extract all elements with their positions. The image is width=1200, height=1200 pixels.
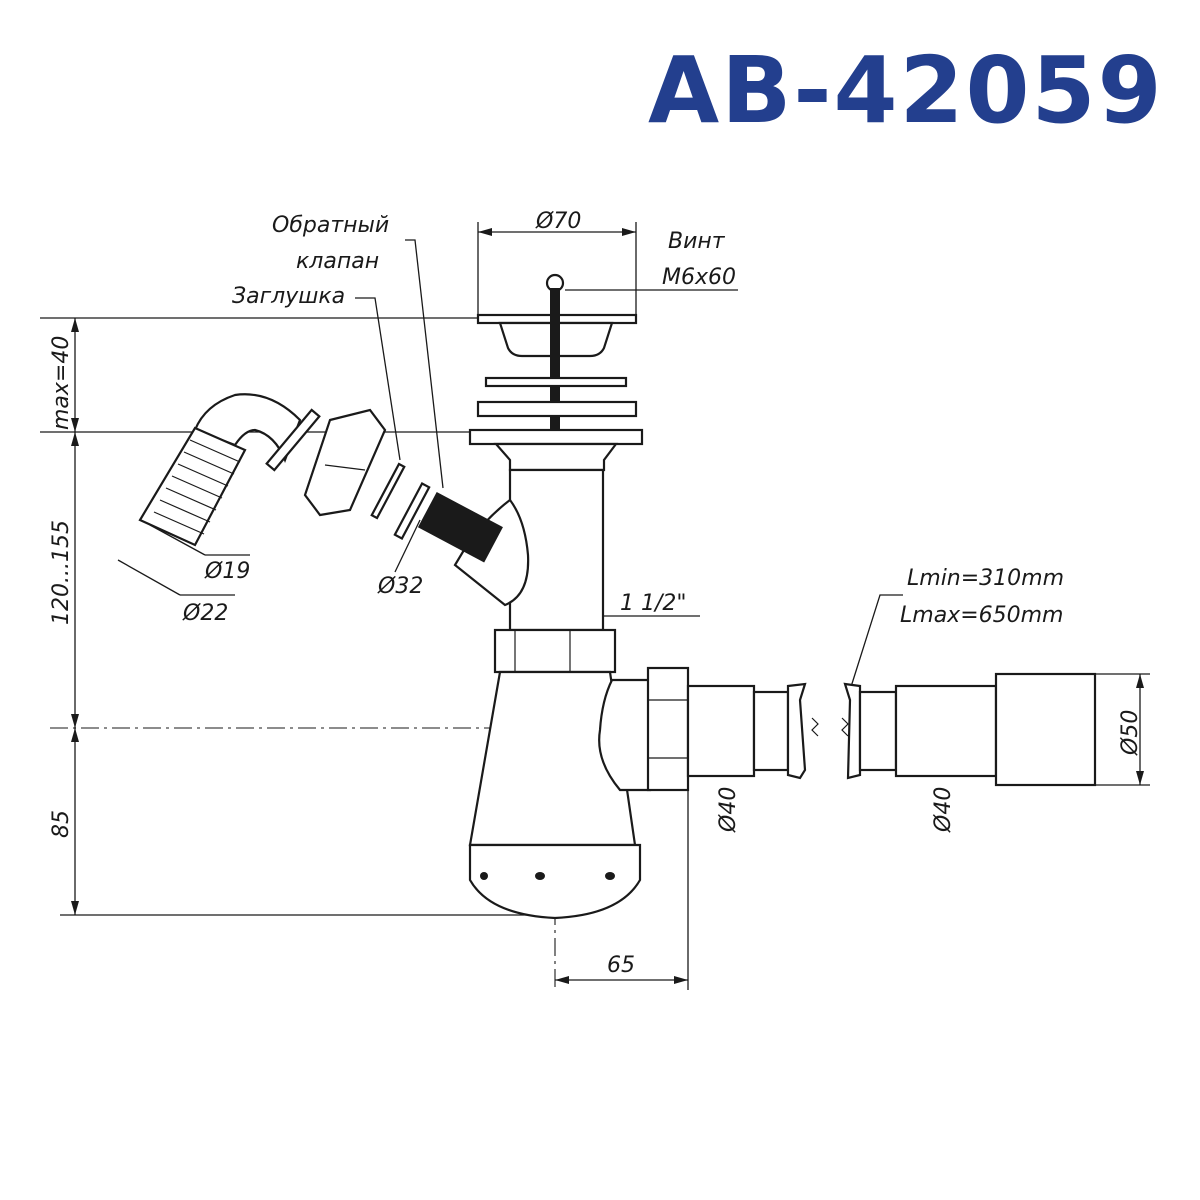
labels: Обратный клапан Заглушка Винт M6x60 Lmin… [49,209,1143,978]
outlet-pipe-2-label: Ø40 [931,787,956,833]
outlet-end-label: Ø50 [1118,710,1143,756]
plug-label: Заглушка [232,284,345,309]
outlet-pipes [686,672,1097,787]
branch-diameter-label: Ø32 [377,574,423,599]
siphon-body-upper [370,462,605,632]
top-diameter-label: Ø70 [535,209,581,234]
hose-and-nut [138,393,387,547]
check-valve-label-1: Обратный [272,213,389,238]
check-valve-label-2: клапан [296,249,379,274]
outlet-offset-label: 65 [607,953,635,978]
bottom-height-label: 85 [49,810,74,838]
screw-label-2: M6x60 [662,265,736,290]
length-max-label: Lmax=650mm [900,603,1063,628]
hose-outer-label: Ø22 [182,601,228,626]
siphon-bottle [468,628,690,920]
thread-label: 1 1/2" [620,591,687,616]
outlet-pipe-1-label: Ø40 [716,787,741,833]
product-code-title: AB-42059 [648,37,1164,144]
range-height-label: 120...155 [49,520,74,625]
hose-inner-label: Ø19 [204,559,250,584]
screw-label-1: Винт [668,229,726,254]
strainer-assembly [468,273,644,472]
length-min-label: Lmin=310mm [907,566,1064,591]
max-height-label: max=40 [49,336,74,430]
